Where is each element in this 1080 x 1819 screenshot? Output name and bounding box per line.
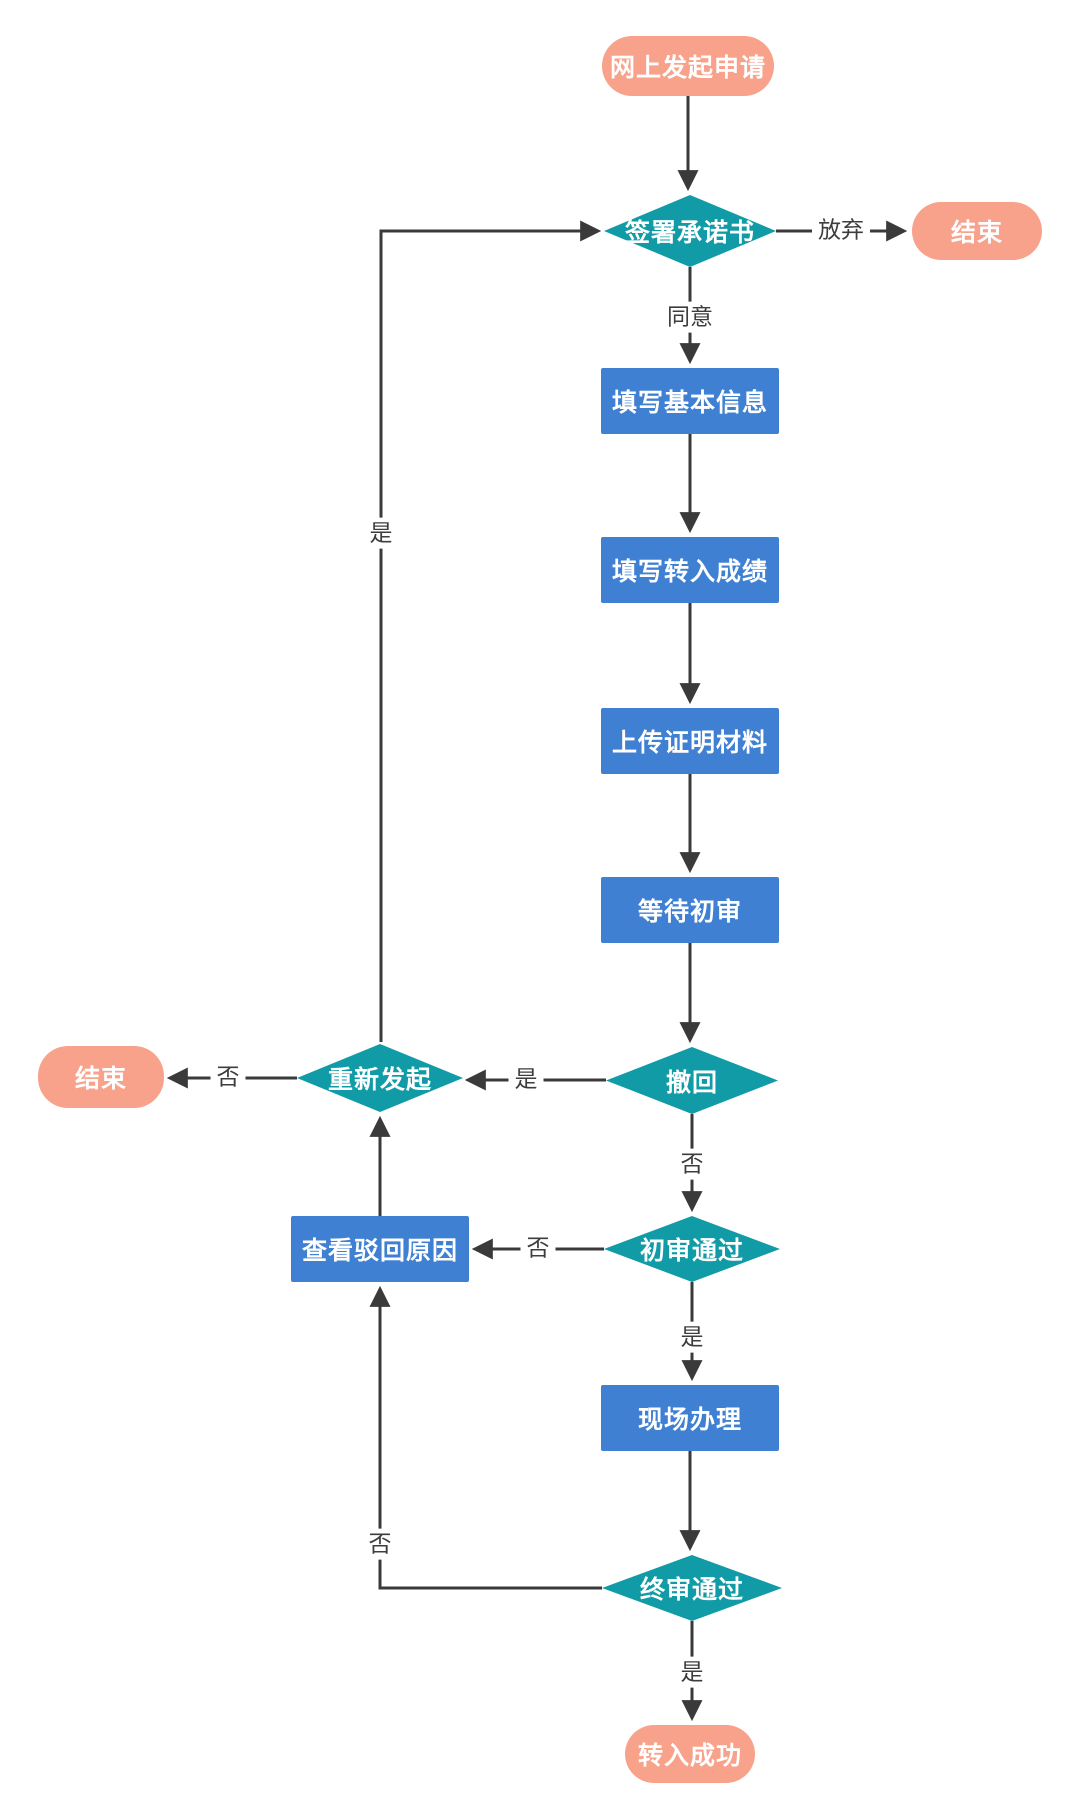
node-onsite-processing: 现场办理 [601, 1385, 779, 1451]
node-label: 填写基本信息 [611, 389, 768, 417]
node-fill-transfer-scores: 填写转入成绩 [601, 537, 779, 603]
edge-label-yes-reinitiate-loop: 是 [363, 517, 399, 549]
node-label: 填写转入成绩 [611, 558, 768, 586]
node-view-rejection-reason: 查看驳回原因 [291, 1216, 469, 1282]
node-label: 终审通过 [639, 1576, 744, 1604]
node-label: 初审通过 [639, 1237, 744, 1265]
node-label: 查看驳回原因 [301, 1237, 458, 1265]
node-label: 上传证明材料 [611, 729, 768, 757]
edge-reinitiate-to-sign-loop [379, 220, 602, 1042]
node-end-left: 结束 [38, 1046, 164, 1108]
node-fill-basic-info: 填写基本信息 [601, 368, 779, 434]
node-label: 结束 [74, 1065, 127, 1093]
node-label: 转入成功 [637, 1742, 742, 1770]
edge-label-no-withdraw: 否 [674, 1148, 710, 1180]
node-label: 等待初审 [637, 898, 742, 926]
edge-label-no-first-review: 否 [520, 1232, 556, 1264]
edge-label-yes-withdraw: 是 [508, 1063, 544, 1095]
edge-label-no-final-review: 否 [362, 1528, 398, 1560]
node-label: 撤回 [665, 1068, 718, 1097]
node-label: 结束 [950, 219, 1003, 247]
node-label: 现场办理 [637, 1406, 742, 1434]
node-label: 重新发起 [327, 1066, 432, 1094]
node-start-online-application: 网上发起申请 [602, 36, 774, 96]
node-upload-proof-materials: 上传证明材料 [601, 708, 779, 774]
edge-label-agree: 同意 [661, 301, 719, 333]
node-transfer-success: 转入成功 [625, 1725, 755, 1783]
edge-label-yes-first-review: 是 [674, 1321, 710, 1353]
node-label: 签署承诺书 [624, 219, 755, 247]
node-wait-initial-review: 等待初审 [601, 877, 779, 943]
node-label: 网上发起申请 [609, 54, 766, 82]
edge-label-abandon: 放弃 [812, 214, 870, 246]
edge-label-yes-final-review: 是 [674, 1656, 710, 1688]
edge-final-review-to-reason [369, 1285, 602, 1590]
edge-label-no-reinitiate: 否 [210, 1061, 246, 1093]
node-end-right: 结束 [912, 202, 1042, 260]
